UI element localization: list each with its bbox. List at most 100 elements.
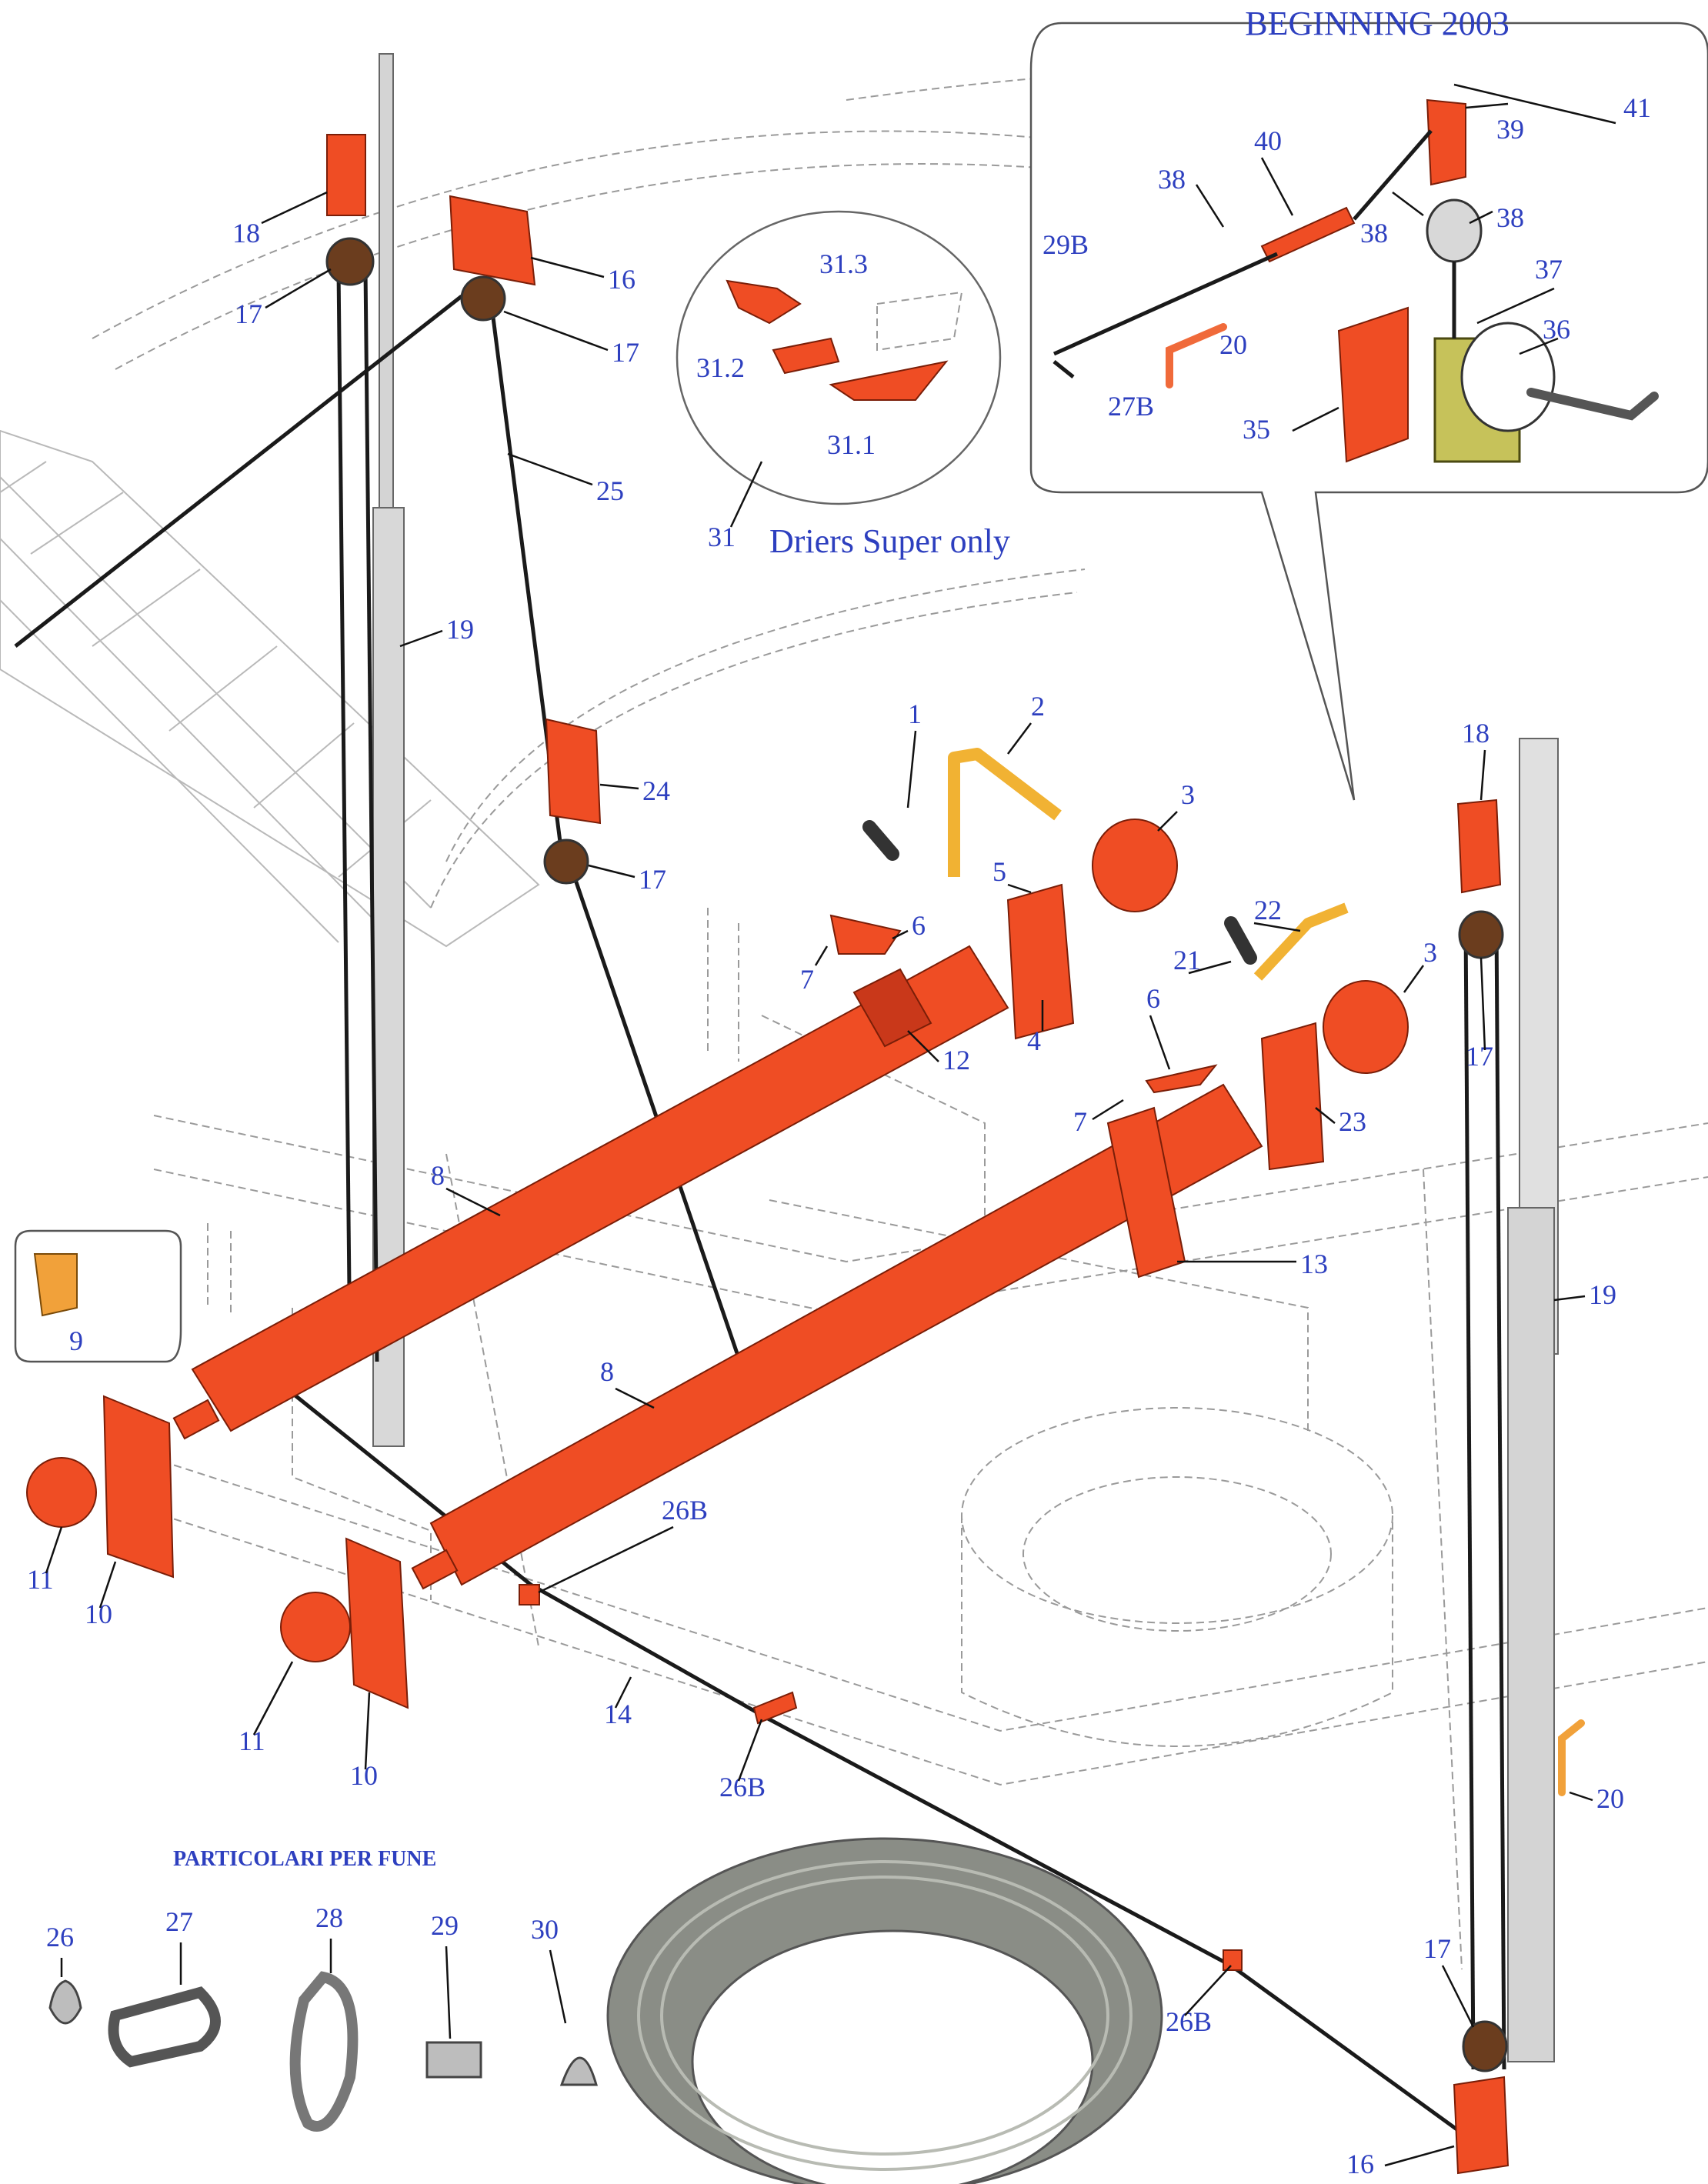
label-10-right: 10 — [350, 1760, 378, 1791]
driers-caption: Driers Super only — [769, 522, 1010, 560]
winch-drum — [1460, 322, 1556, 432]
label-29: 29 — [431, 1910, 459, 1941]
label-8-upper: 8 — [431, 1160, 445, 1191]
label-3-upper: 3 — [1181, 779, 1195, 810]
label-3-lower: 3 — [1423, 937, 1437, 968]
label-8-lower: 8 — [600, 1356, 614, 1387]
thimble-26 — [48, 1979, 82, 2025]
label-30: 30 — [531, 1914, 559, 1945]
label-20-inset: 20 — [1219, 329, 1247, 360]
bracket-39 — [1426, 98, 1466, 186]
shackle-27 — [108, 1986, 221, 2068]
label-23: 23 — [1339, 1106, 1366, 1137]
handle-21 — [1224, 916, 1257, 965]
label-2: 2 — [1031, 691, 1045, 722]
label-6-lower: 6 — [1146, 983, 1160, 1014]
plate-10-left — [102, 1395, 175, 1579]
pin-20 — [1166, 323, 1227, 388]
label-22: 22 — [1254, 895, 1282, 925]
part-31-3 — [726, 279, 802, 325]
label-38-left: 38 — [1158, 164, 1186, 195]
label-41: 41 — [1623, 92, 1651, 123]
label-31-1: 31.1 — [827, 429, 876, 460]
label-38-right: 38 — [1496, 202, 1524, 233]
label-31-3: 31.3 — [819, 248, 868, 279]
label-18-right: 18 — [1462, 718, 1489, 749]
label-13: 13 — [1300, 1249, 1328, 1279]
beginning-2003-inset: BEGINNING 2003 40 38 29B 20 27B 35 39 41… — [1029, 5, 1708, 801]
pin-20-right — [1558, 1719, 1585, 1796]
label-37: 37 — [1535, 254, 1563, 285]
winch-mount-plate — [1337, 306, 1409, 463]
wheel-tire — [606, 1837, 1163, 2184]
label-6-upper: 6 — [912, 910, 926, 941]
label-9: 9 — [69, 1325, 83, 1356]
bracket-16-top — [449, 195, 536, 286]
clamp-9 — [33, 1253, 78, 1317]
label-4: 4 — [1027, 1025, 1041, 1056]
label-27B: 27B — [1108, 391, 1154, 422]
label-11-left: 11 — [27, 1564, 54, 1595]
plate-10-right — [345, 1537, 409, 1709]
rope-hardware: PARTICOLARI PER FUNE 26 27 28 29 30 — [46, 1847, 598, 2132]
driers-super-inset: 31.3 31.2 31.1 31 Driers Super only — [676, 210, 1010, 560]
part-labels: 18 17 16 17 25 19 24 17 1 2 3 5 6 7 4 12… — [27, 218, 1624, 2179]
leader-lines — [45, 191, 1593, 2167]
label-26B-top: 26B — [662, 1495, 708, 1525]
tube-8-lower — [411, 1083, 1263, 1590]
label-5: 5 — [992, 856, 1006, 887]
left-post-19 — [372, 53, 405, 1447]
label-35: 35 — [1243, 414, 1270, 445]
cable-clamps-26B — [519, 1584, 1243, 1971]
bracket-24 — [545, 718, 602, 825]
label-28: 28 — [315, 1902, 343, 1933]
label-24: 24 — [642, 775, 670, 806]
bracket-18-left — [326, 134, 366, 216]
label-16-top: 16 — [608, 264, 635, 295]
label-16-bottom: 16 — [1346, 2149, 1374, 2179]
label-39: 39 — [1496, 114, 1524, 145]
rope-section-title: PARTICOLARI PER FUNE — [173, 1847, 436, 1871]
label-26B-mid: 26B — [719, 1772, 766, 1802]
label-18-left: 18 — [232, 218, 260, 248]
label-12: 12 — [942, 1045, 970, 1075]
label-17-left: 17 — [235, 298, 262, 329]
label-25: 25 — [596, 475, 624, 506]
thimble-30 — [559, 2056, 598, 2086]
lever-2 — [948, 748, 1062, 877]
tube-8-upper — [172, 945, 1009, 1440]
plates-and-flanges — [26, 883, 1325, 1709]
plate-4 — [1006, 883, 1075, 1040]
label-17-right: 17 — [1466, 1041, 1493, 1072]
inset-title: BEGINNING 2003 — [1245, 5, 1509, 42]
label-7-upper: 7 — [800, 964, 814, 995]
part-31-2 — [772, 337, 840, 375]
label-40: 40 — [1254, 125, 1282, 156]
plate-6-lower — [1145, 1064, 1218, 1094]
flange-11-right — [280, 1592, 351, 1662]
part-31-1 — [829, 360, 949, 401]
label-17-bottom: 17 — [1423, 1933, 1451, 1964]
pulley-38 — [1426, 198, 1483, 263]
gearbox-3-lower — [1323, 980, 1409, 1074]
label-17-top: 17 — [612, 337, 639, 368]
bracket-16-bottom — [1453, 2076, 1510, 2175]
label-26: 26 — [46, 1922, 74, 1952]
coupling-12 — [852, 968, 932, 1048]
label-11-right: 11 — [239, 1726, 265, 1756]
label-19-right: 19 — [1589, 1279, 1616, 1310]
handle-1 — [862, 820, 899, 861]
label-20-right: 20 — [1596, 1783, 1624, 1814]
clip-29 — [425, 2041, 482, 2079]
label-7-lower: 7 — [1073, 1106, 1087, 1137]
label-19-left: 19 — [446, 614, 474, 645]
winch-crank-handle — [1526, 388, 1659, 421]
pulleys-17 — [325, 237, 1508, 2072]
drive-gearboxes — [829, 748, 1409, 1094]
label-38-mid: 38 — [1360, 218, 1388, 248]
label-17-mid: 17 — [639, 864, 666, 895]
gearbox-3-upper — [1092, 819, 1178, 912]
plate-6-upper — [829, 914, 902, 955]
flange-11-left — [26, 1457, 97, 1528]
